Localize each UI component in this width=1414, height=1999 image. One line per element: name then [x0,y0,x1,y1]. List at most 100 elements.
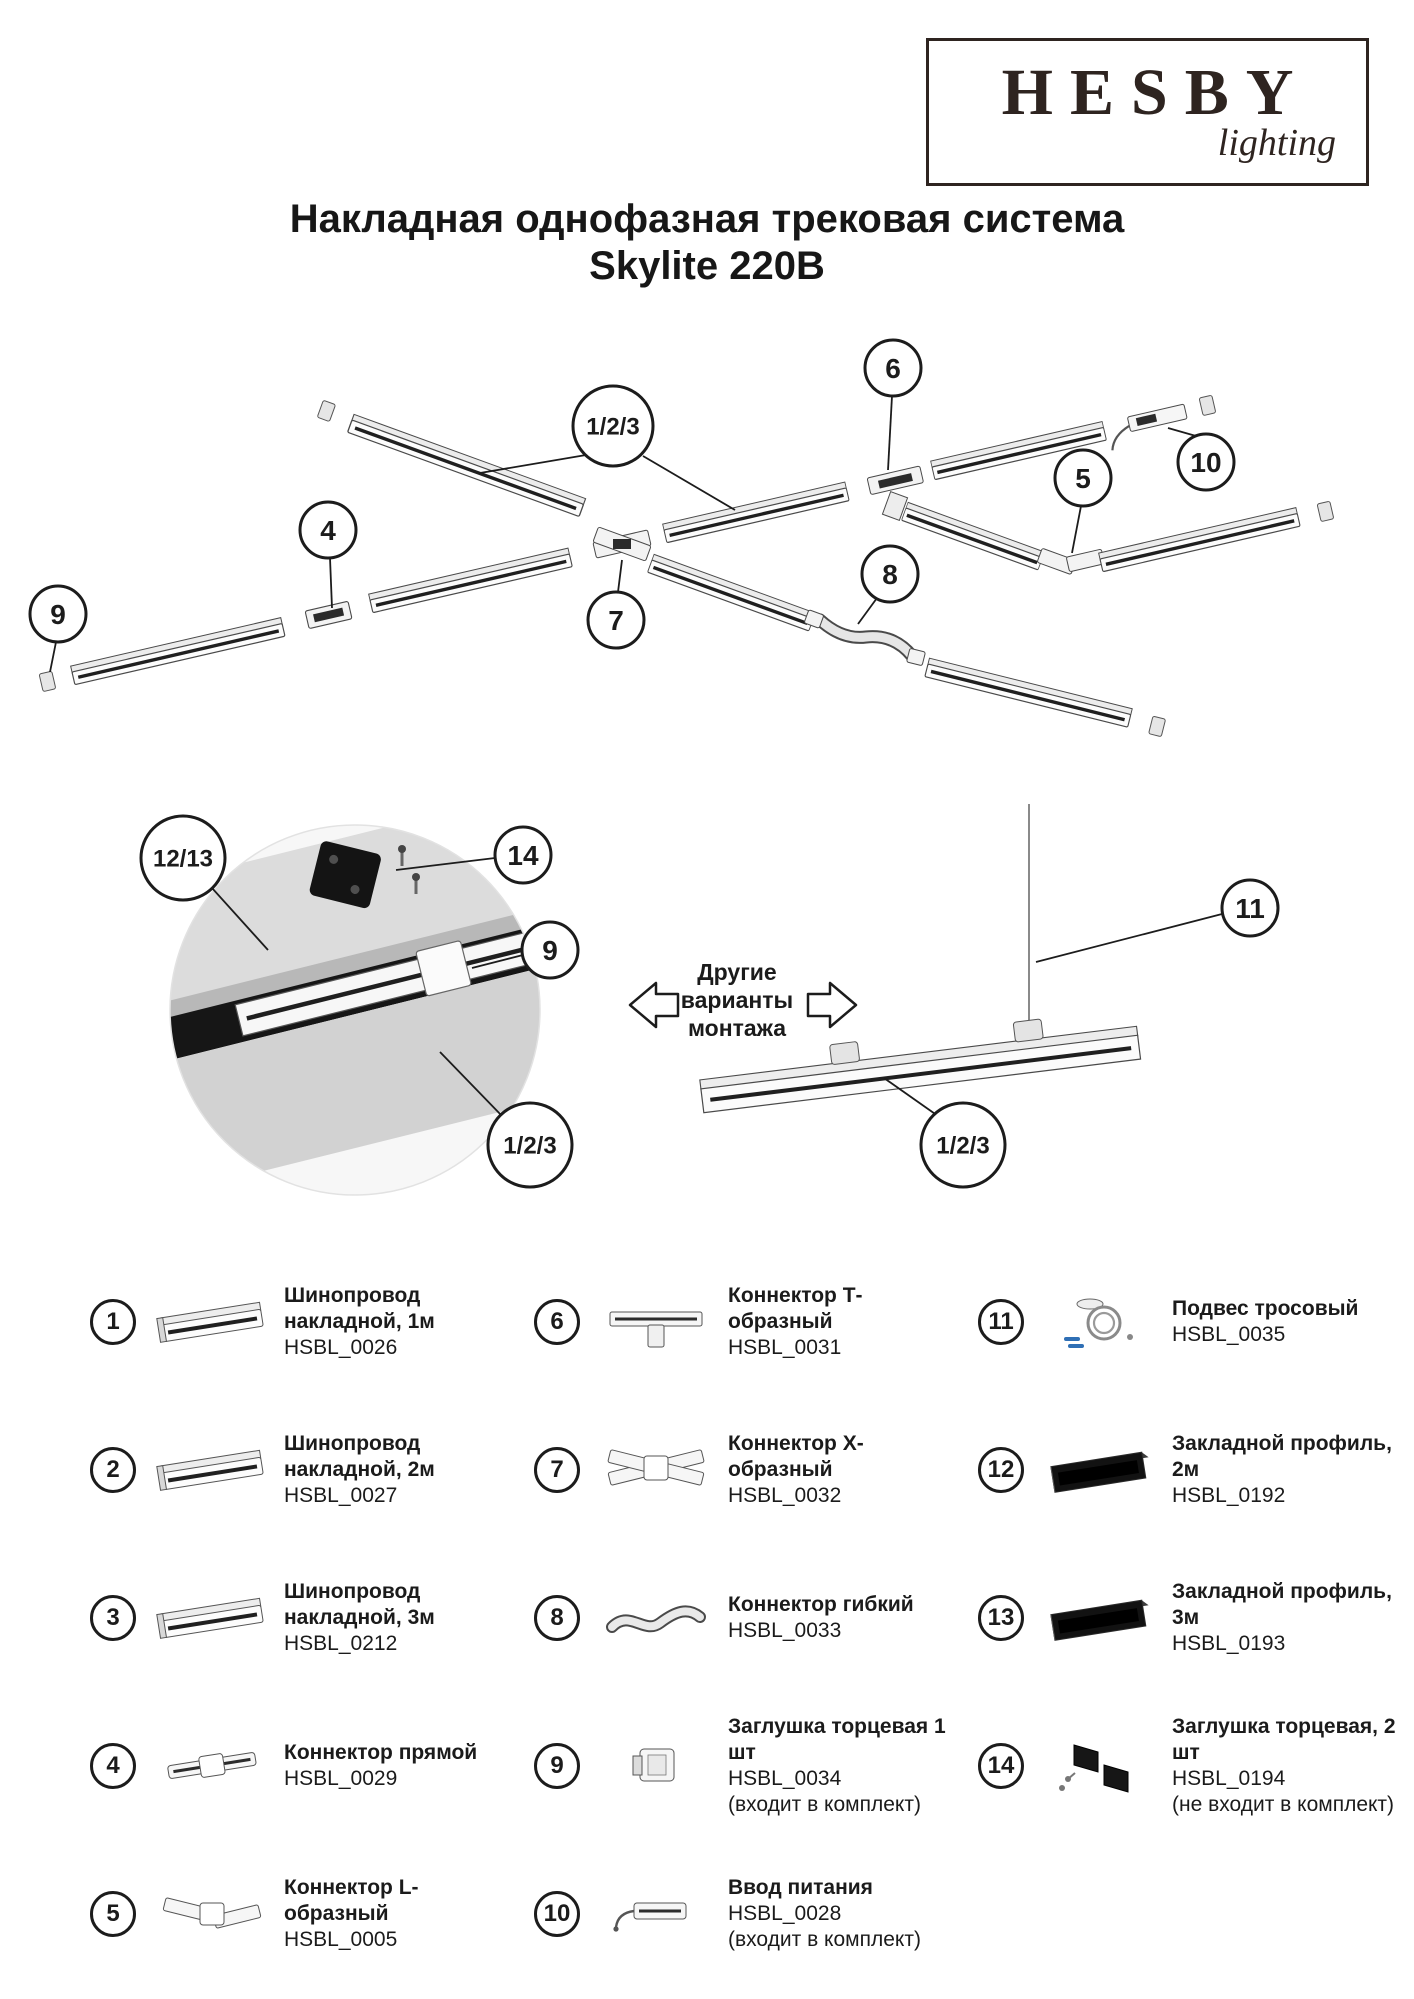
brand-name: HESBY [1001,56,1311,129]
legend-item-code: HSBL_0028 [728,1901,842,1925]
legend-item-code: HSBL_0033 [728,1619,842,1642]
svg-text:варианты: варианты [681,987,793,1013]
end-cap-thumbnail [600,1729,712,1803]
brand-logo: HESBY lighting [926,38,1369,186]
svg-text:5: 5 [1075,463,1091,494]
brand-tagline: lighting [1217,122,1336,164]
recessed-profile-thumbnail [1044,1433,1156,1507]
straight-connector-piece [304,600,353,630]
page-title-line2: Skylite 220В [589,244,825,289]
legend-item-name: Коннектор Т-образный [728,1283,863,1333]
callout-14: 14 [395,825,553,885]
legend-item-name: Коннектор L-образный [284,1875,419,1925]
svg-text:12/13: 12/13 [153,845,213,872]
svg-text:4: 4 [320,515,336,546]
svg-text:11: 11 [1235,893,1265,924]
legend-item-code: HSBL_0035 [1172,1323,1286,1346]
legend-item-code: HSBL_0193 [1172,1632,1286,1656]
callout-5: 5 [1053,448,1113,554]
page-title: Накладная однофазная трековая система Sk… [0,196,1414,290]
bracket-screws [398,845,420,894]
end-cap-piece [1198,394,1217,417]
legend-item-code: HSBL_0029 [284,1767,398,1790]
legend-item-code: HSBL_0032 [728,1484,842,1508]
callout-6: 6 [863,338,923,471]
svg-text:14: 14 [507,840,539,871]
x-connector-thumbnail [600,1433,712,1507]
legend-item-note: (не входит в комплект) [1172,1793,1395,1817]
track-thumbnail [156,1581,268,1655]
power-feed-thumbnail [600,1877,712,1951]
track-segment [899,500,1047,572]
suspension-kit-thumbnail [1044,1285,1156,1359]
legend-item-code: HSBL_0026 [284,1336,398,1360]
callout-4: 4 [298,500,358,609]
legend-item-note: (входит в комплект) [728,1928,921,1952]
recessed-profile-thumbnail [1044,1581,1156,1655]
callout-12-13: 12/13 [139,814,269,951]
other-mount-label: Другие варианты монтажа [681,959,793,1041]
legend-item: 14 Заглушка торцевая, 2 шт HSBL_0194 (не… [978,1692,1404,1840]
legend-item-code: HSBL_0192 [1172,1484,1286,1508]
callout-11: 11 [1035,878,1280,963]
l-connector-thumbnail [156,1877,268,1951]
svg-text:монтажа: монтажа [688,1015,786,1041]
legend-number: 14 [978,1743,1024,1789]
legend-item-name: Шинопровод накладной, 2м [284,1431,435,1481]
callout-tracks: 1/2/3 [479,384,736,511]
legend-number: 7 [534,1447,580,1493]
mounting-bracket-piece [309,841,381,909]
legend-item: 6 Коннектор Т-образный HSBL_0031 [534,1248,960,1396]
legend-item: 13 Закладной профиль, 3м HSBL_0193 [978,1544,1404,1692]
legend-number: 9 [534,1743,580,1789]
legend-number: 13 [978,1595,1024,1641]
track-thumbnail [156,1285,268,1359]
legend-number: 5 [90,1891,136,1937]
legend-item-name: Ввод питания [728,1875,873,1899]
legend-column-2: 6 Коннектор Т-образный HSBL_0031 7 Конне… [534,1248,960,1988]
end-cap-piece [38,670,57,693]
legend-item-name: Заглушка торцевая 1 шт [728,1714,946,1764]
callout-7: 7 [586,559,646,650]
svg-text:Другие: Другие [697,959,776,985]
legend-item-name: Закладной профиль, 2м [1172,1431,1392,1481]
legend-item-name: Закладной профиль, 3м [1172,1579,1392,1629]
legend-item: 3 Шинопровод накладной, 3м HSBL_0212 [90,1544,516,1692]
flexible-connector-thumbnail [600,1581,712,1655]
power-feed-piece [1111,403,1188,451]
legend-item-name: Коннектор прямой [284,1740,478,1764]
legend-number: 6 [534,1299,580,1345]
legend-item: 1 Шинопровод накладной, 1м HSBL_0026 [90,1248,516,1396]
legend-item-name: Подвес тросовый [1172,1296,1359,1320]
track-segment [1096,505,1302,574]
page-title-line1: Накладная однофазная трековая система [289,197,1125,241]
l-connector-piece [1037,548,1105,575]
arrow-right-icon [806,981,858,1029]
legend-item-name: Коннектор гибкий [728,1592,914,1616]
end-cap-piece [1148,715,1167,738]
callout-8: 8 [857,544,920,625]
legend-item: 10 Ввод питания HSBL_0028 (входит в комп… [534,1840,960,1988]
arrow-left-icon [628,981,680,1029]
callout-9-detail: 9 [471,920,580,980]
end-cap-piece [1316,500,1335,523]
legend-column-1: 1 Шинопровод накладной, 1м HSBL_0026 2 Ш… [90,1248,516,1988]
legend-item-code: HSBL_0005 [284,1928,398,1952]
legend-item-code: HSBL_0034 [728,1767,842,1790]
legend-number: 1 [90,1299,136,1345]
svg-text:1/2/3: 1/2/3 [936,1132,989,1159]
track-segment [660,480,851,545]
t-connector-thumbnail [600,1285,712,1359]
svg-text:1/2/3: 1/2/3 [503,1132,556,1159]
legend-item-code: HSBL_0194 [1172,1767,1286,1790]
legend-number: 12 [978,1447,1024,1493]
end-cap-piece [316,399,337,423]
legend-number: 4 [90,1743,136,1789]
svg-text:9: 9 [50,599,66,630]
parts-legend: 1 Шинопровод накладной, 1м HSBL_0026 2 Ш… [90,1248,1396,1988]
legend-number: 3 [90,1595,136,1641]
legend-number: 2 [90,1447,136,1493]
legend-number: 10 [534,1891,580,1937]
callout-tracks-right: 1/2/3 [883,1077,1007,1189]
